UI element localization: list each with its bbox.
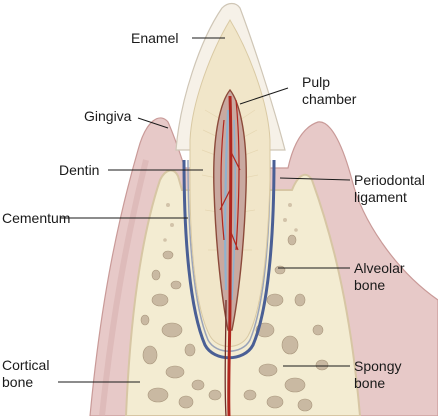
spongy-bone-label: Spongy bone bbox=[354, 358, 402, 391]
pulp-vessels bbox=[227, 95, 233, 416]
enamel-label: Enamel bbox=[131, 30, 179, 46]
gingiva-label: Gingiva bbox=[84, 108, 132, 124]
leader-lines bbox=[58, 37, 351, 383]
alveolar-bone-label: Alveolar bone bbox=[354, 260, 405, 293]
cementum-label: Cementum bbox=[2, 210, 71, 226]
cortical-bone-label: Cortical bone bbox=[2, 357, 50, 390]
pulp-chamber-label: Pulp chamber bbox=[302, 74, 357, 107]
periodontal-ligament-label: Periodontal ligament bbox=[354, 172, 425, 205]
dentin-label: Dentin bbox=[59, 162, 100, 178]
